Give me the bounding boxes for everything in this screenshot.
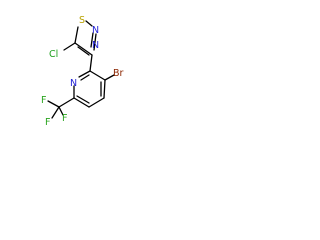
molecule-structure: Cl S N N N Br F F F <box>41 15 124 128</box>
bond-py-c2-c3 <box>89 70 106 81</box>
bond-n-c3 <box>93 33 97 51</box>
bond-c4-c3 <box>74 42 93 56</box>
atom-cl: Cl <box>49 49 58 60</box>
bond-c3-c2py <box>89 54 93 72</box>
atom-n-thiadiazole-upper: N <box>92 25 99 36</box>
bond-c4-cl <box>63 42 76 51</box>
bond-cf3-f-right <box>58 106 64 116</box>
bond-py-c4-c5 <box>88 97 105 108</box>
bond-cf3-f-left <box>47 100 60 108</box>
atom-f-right: F <box>62 113 67 124</box>
atom-n-thiadiazole-lower: N <box>92 40 99 51</box>
bond-c3-br <box>104 74 115 81</box>
atom-s: S <box>79 15 85 26</box>
bond-py-c3-c4 <box>103 79 106 99</box>
atom-f-left: F <box>41 95 46 106</box>
bond-n-c3-inner <box>90 32 94 48</box>
bond-py-n-c2-inner <box>80 74 90 81</box>
bond-cf3-f-bottom <box>51 106 60 119</box>
bond-c4-c3-inner <box>77 46 90 56</box>
bond-c6-cf3 <box>58 97 75 108</box>
bond-py-n-c2 <box>78 70 91 78</box>
bond-py-c5-c6-inner <box>76 95 90 104</box>
bond-c4-s <box>74 26 79 44</box>
bond-s-n <box>85 20 93 27</box>
atom-n-pyridine: N <box>70 78 77 89</box>
atom-br: Br <box>113 68 124 79</box>
bond-py-c5-c6 <box>73 97 90 108</box>
atom-f-bottom: F <box>45 117 50 128</box>
